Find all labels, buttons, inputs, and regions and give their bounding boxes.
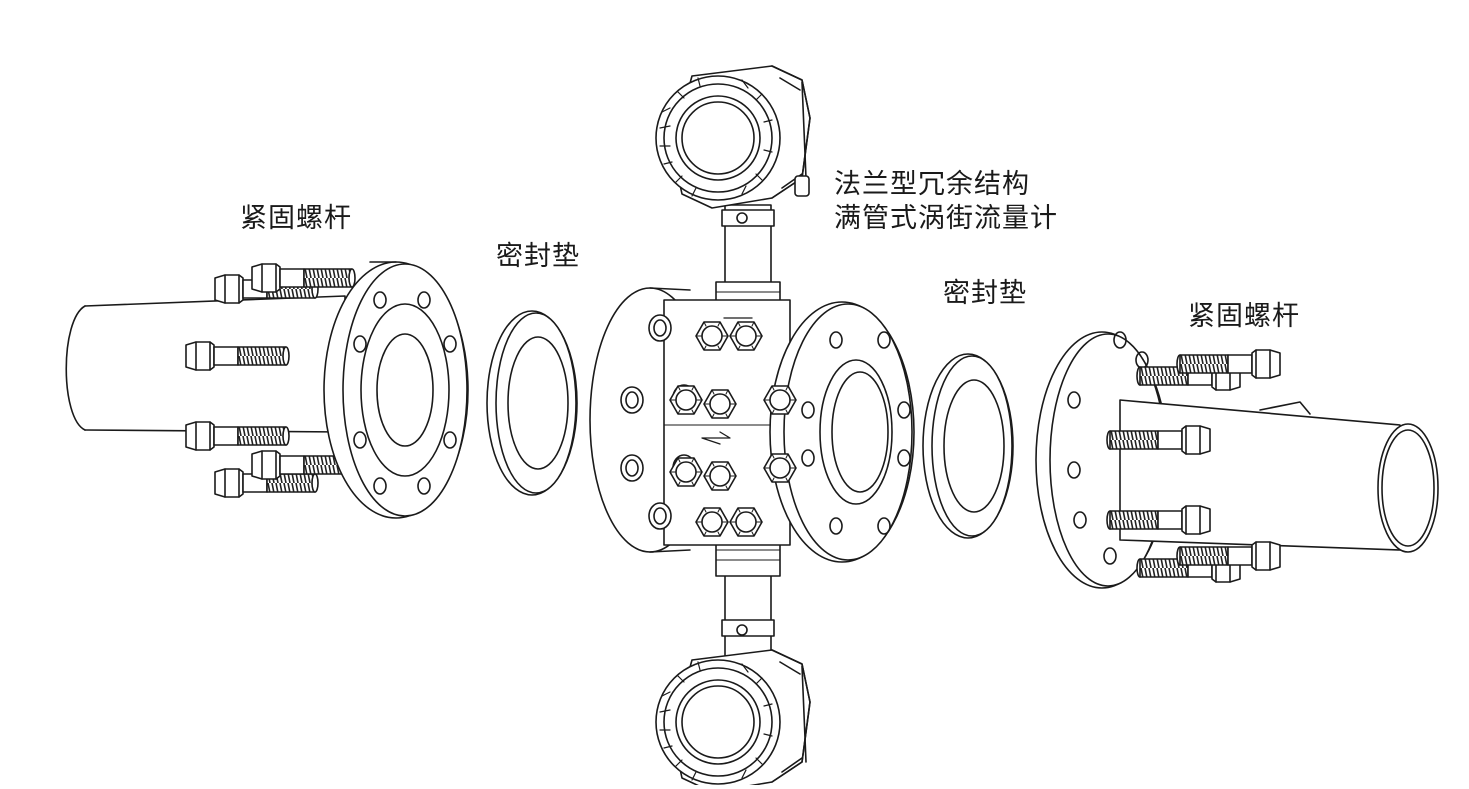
right-bolts-label: 紧固螺杆 [1188,301,1300,332]
top-transmitter-housing [655,65,811,209]
flowmeter-body [590,205,914,660]
right-gasket-label: 密封垫 [943,278,1027,309]
left-gasket [487,311,577,495]
left-pipe-assembly [66,262,468,518]
right-pipe-assembly [1036,332,1438,588]
left-gasket-label: 密封垫 [496,241,580,272]
right-gasket [923,354,1013,538]
meter-title-line2: 满管式涡街流量计 [834,203,1058,234]
bottom-transmitter-housing [655,649,811,789]
left-bolts-label: 紧固螺杆 [240,203,352,234]
meter-title-line1: 法兰型冗余结构 [834,169,1030,200]
